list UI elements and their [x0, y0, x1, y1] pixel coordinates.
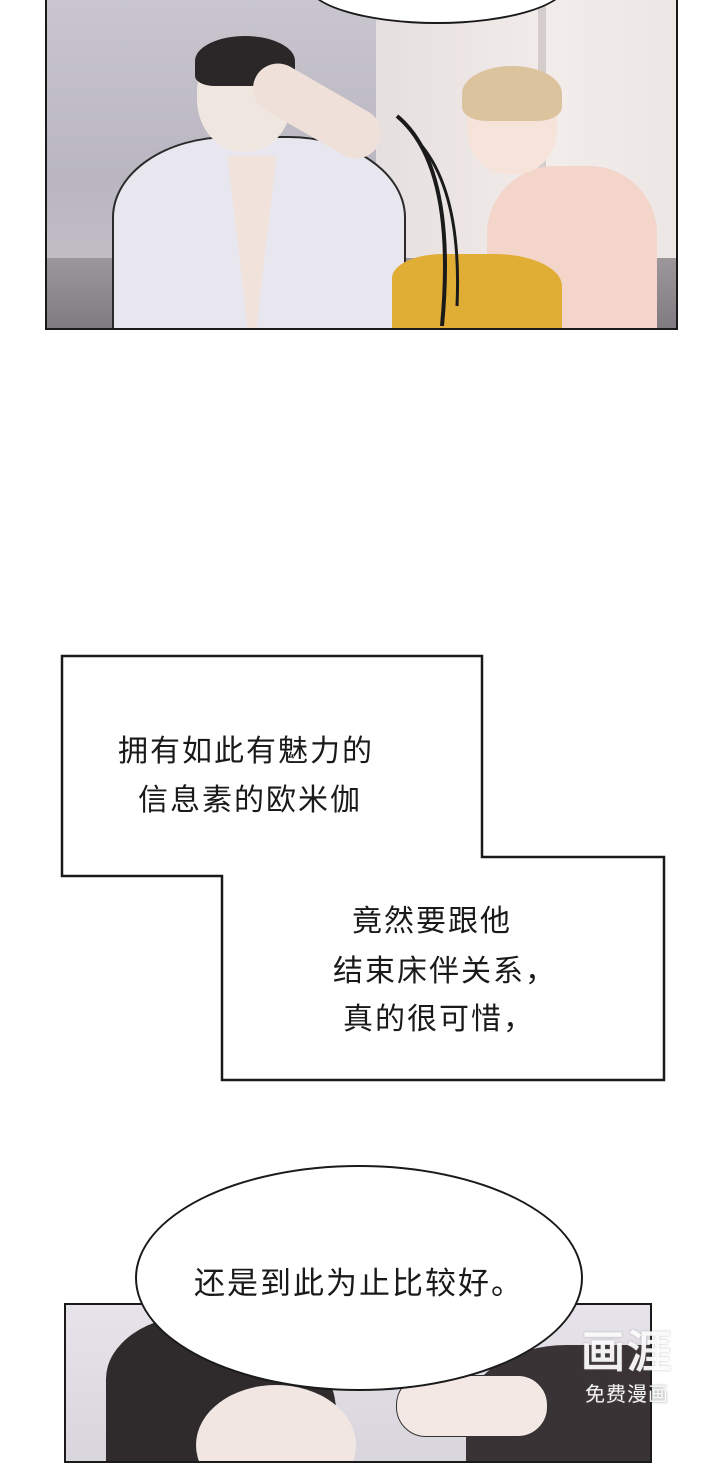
speech-bubble-text: 还是到此为止比较好。 [194, 1266, 524, 1302]
caption-line-5: 真的很可惜， [343, 1002, 535, 1037]
watermark-subtitle: 免费漫画 [585, 1382, 669, 1406]
boy-hair [462, 66, 562, 121]
comic-panel-top [45, 0, 678, 330]
window-frame [538, 0, 546, 328]
caption-box [60, 654, 666, 1082]
caption-line-3: 竟然要跟他 [352, 904, 512, 939]
watermark-logo: 画涯 [581, 1327, 673, 1378]
caption-line-2: 信息素的欧米伽 [138, 783, 362, 818]
motion-lines [395, 114, 460, 327]
yellow-blanket [392, 254, 562, 328]
caption-line-1: 拥有如此有魅力的 [118, 734, 374, 769]
watermark: 画涯 免费漫画 [566, 1316, 688, 1407]
speech-bubble [135, 1165, 583, 1391]
caption-line-4: 结束床伴关系， [333, 954, 557, 989]
